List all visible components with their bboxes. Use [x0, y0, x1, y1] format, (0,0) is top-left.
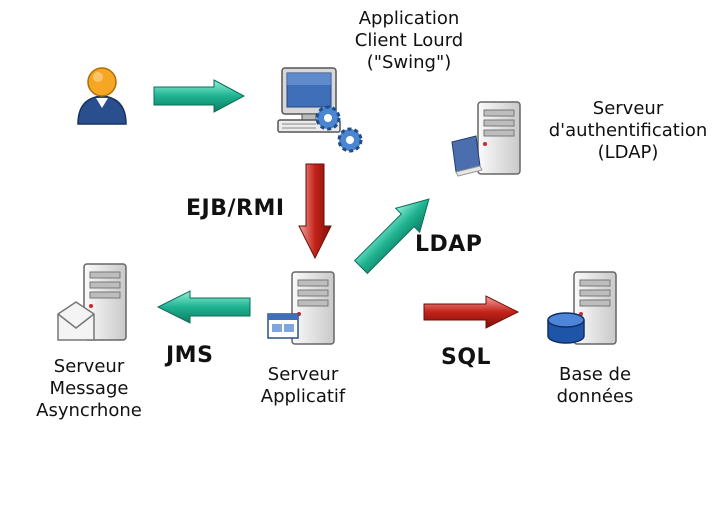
edge-label-ejb-rmi: EJB/RMI	[186, 196, 285, 221]
client-label: Application Client Lourd ("Swing")	[354, 8, 464, 73]
desktop-computer-gears-icon	[277, 67, 363, 153]
server-window-icon	[267, 271, 335, 345]
edge-label-ldap: LDAP	[415, 232, 483, 257]
arrow-app-to-database	[423, 295, 520, 329]
edge-label-jms: JMS	[166, 343, 214, 368]
user-icon	[77, 67, 127, 125]
arrow-user-to-client	[153, 79, 246, 113]
auth-server-label: Serveur d'authentification (LDAP)	[548, 98, 708, 163]
arrow-app-to-message	[156, 290, 251, 324]
server-database-icon	[547, 271, 617, 345]
app-server-label: Serveur Applicatif	[260, 364, 346, 407]
message-server-label: Serveur Message Asyncrhone	[36, 356, 142, 421]
database-label: Base de données	[556, 364, 634, 407]
edge-label-sql: SQL	[441, 345, 492, 370]
arrow-client-to-app	[298, 163, 332, 260]
server-book-icon	[451, 101, 521, 177]
server-mail-icon	[57, 263, 127, 341]
arrow-app-to-auth	[353, 198, 430, 275]
